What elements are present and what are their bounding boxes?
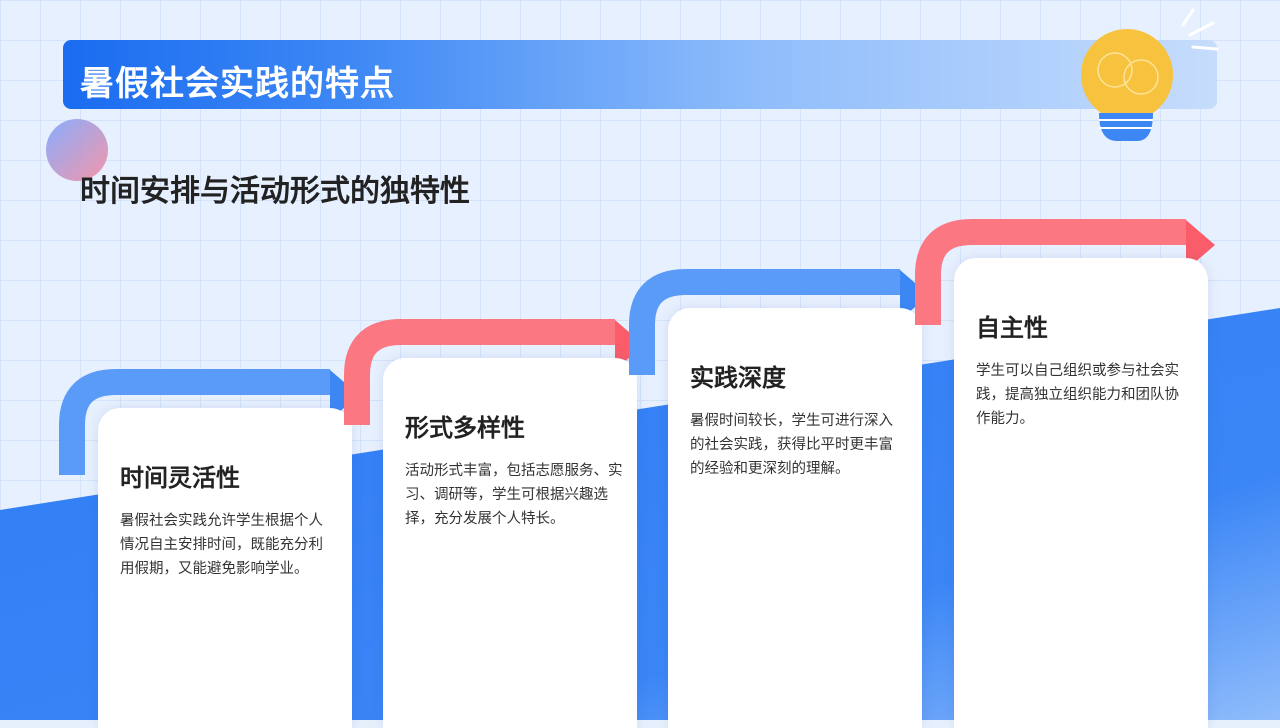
step-title: 时间灵活性 — [120, 464, 240, 492]
lightbulb-icon — [1081, 8, 1219, 141]
step-text: 暑假时间较长，学生可进行深入的社会实践，获得比平时更丰富的经验和更深刻的理解。 — [690, 413, 893, 477]
step-text: 学生可以自己组织或参与社会实践，提高独立组织能力和团队协作能力。 — [976, 363, 1179, 427]
section-subtitle: 时间安排与活动形式的独特性 — [80, 174, 470, 209]
page-title: 暑假社会实践的特点 — [80, 64, 395, 104]
step-title: 形式多样性 — [405, 414, 525, 442]
step-card — [668, 308, 922, 728]
step-arrow — [915, 219, 1215, 325]
step-text: 暑假社会实践允许学生根据个人情况自主安排时间，既能充分利用假期，又能避免影响学业… — [120, 513, 323, 577]
step-title: 自主性 — [976, 314, 1048, 342]
step-card — [954, 258, 1208, 728]
step-card — [98, 408, 352, 728]
step-arrow — [629, 269, 929, 375]
header-bar — [63, 40, 1217, 109]
step-text: 活动形式丰富，包括志愿服务、实习、调研等，学生可根据兴趣选择，充分发展个人特长。 — [405, 463, 623, 527]
step-title: 实践深度 — [690, 364, 786, 392]
step-card — [383, 358, 637, 728]
decorative-circle — [46, 119, 108, 181]
